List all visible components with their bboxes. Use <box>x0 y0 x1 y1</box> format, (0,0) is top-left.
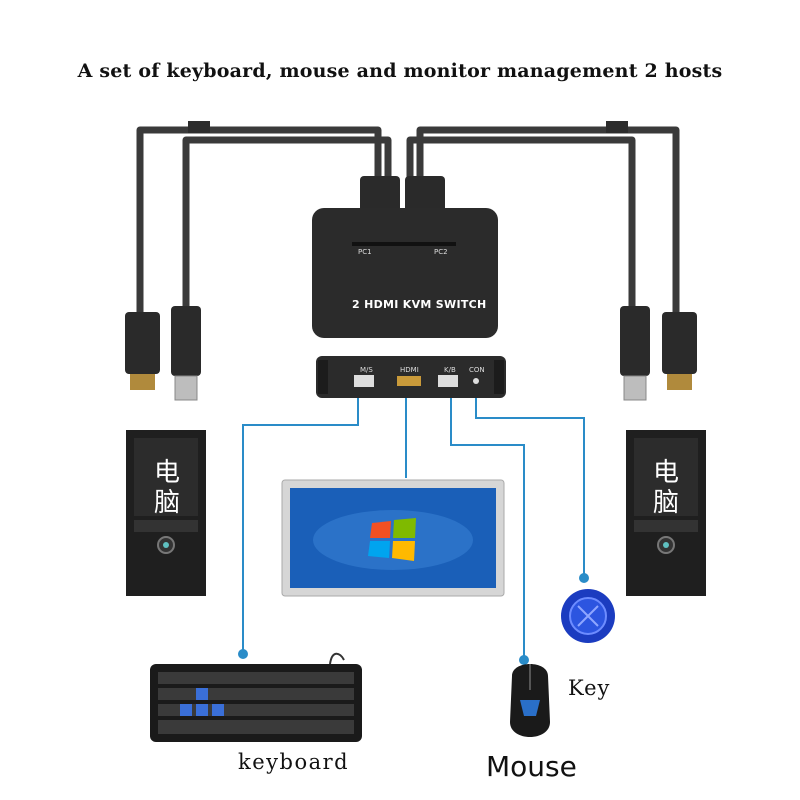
kvm-device-top <box>312 208 498 338</box>
key-line <box>475 398 585 578</box>
monitor <box>281 479 505 597</box>
right-hdmi-cable <box>416 126 680 320</box>
left-hdmi-connector <box>125 312 160 390</box>
device-brand-label: 2 HDMI KVM SWITCH <box>352 298 487 311</box>
mouse-icon <box>510 664 550 737</box>
port-label-con: CON <box>469 366 485 374</box>
mouse-label: Mouse <box>486 750 577 783</box>
key-button-icon <box>561 589 615 643</box>
port-label-ms: M/S <box>360 366 373 374</box>
key-label: Key <box>568 676 611 700</box>
left-computer <box>126 430 206 596</box>
right-hdmi-connector <box>662 312 697 390</box>
left-hdmi-cable <box>136 126 382 320</box>
left-computer-label: 电脑 <box>153 458 180 518</box>
port-label-pc1: PC1 <box>358 248 372 256</box>
keyboard-line <box>242 398 359 652</box>
right-computer-label: 电脑 <box>652 458 679 518</box>
right-usb-cable <box>406 136 636 310</box>
kvm-device-front <box>316 356 506 398</box>
left-usb-cable <box>182 136 392 310</box>
right-usb-connector <box>620 306 650 401</box>
keyboard-label: keyboard <box>238 750 350 774</box>
keyboard-icon <box>150 652 362 742</box>
windows-logo-icon <box>368 518 416 561</box>
page-title: A set of keyboard, mouse and monitor man… <box>77 60 723 82</box>
mouse-line <box>450 398 525 658</box>
host-cables <box>136 126 680 320</box>
port-label-pc2: PC2 <box>434 248 448 256</box>
left-usb-connector <box>171 306 201 401</box>
port-label-kb: K/B <box>444 366 456 374</box>
connection-lines <box>242 398 585 658</box>
port-label-hdmi: HDMI <box>400 366 419 374</box>
right-computer <box>626 430 706 596</box>
